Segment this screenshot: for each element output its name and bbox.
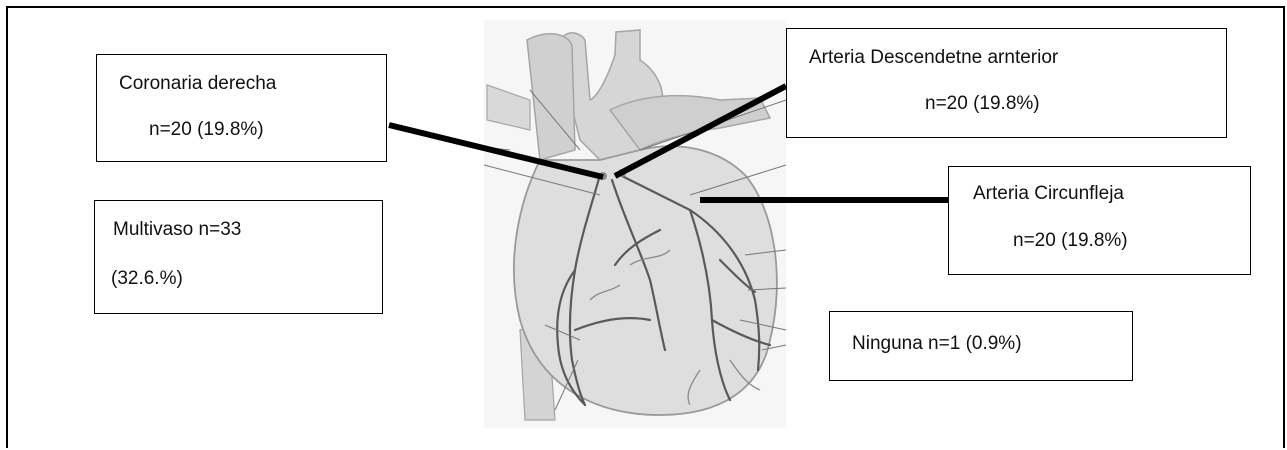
label-count: n=20 (19.8%) bbox=[149, 119, 264, 141]
label-box-multivaso: Multivaso n=33 (32.6.%) bbox=[94, 200, 383, 314]
label-line-2: (32.6.%) bbox=[111, 268, 183, 290]
label-name: Arteria Descendetne arnterior bbox=[809, 47, 1058, 69]
label-box-arteria-circunfleja: Arteria Circunfleja n=20 (19.8%) bbox=[948, 166, 1251, 275]
label-count: n=20 (19.8%) bbox=[1013, 230, 1128, 252]
label-box-coronaria-derecha: Coronaria derecha n=20 (19.8%) bbox=[96, 54, 387, 162]
label-name: Arteria Circunfleja bbox=[973, 183, 1124, 205]
label-count: n=20 (19.8%) bbox=[925, 93, 1040, 115]
label-box-ninguna: Ninguna n=1 (0.9%) bbox=[829, 311, 1133, 381]
label-box-arteria-descendente-anterior: Arteria Descendetne arnterior n=20 (19.8… bbox=[786, 28, 1227, 138]
label-line-1: Multivaso n=33 bbox=[113, 219, 241, 241]
label-text: Ninguna n=1 (0.9%) bbox=[852, 333, 1022, 355]
label-name: Coronaria derecha bbox=[119, 73, 276, 95]
